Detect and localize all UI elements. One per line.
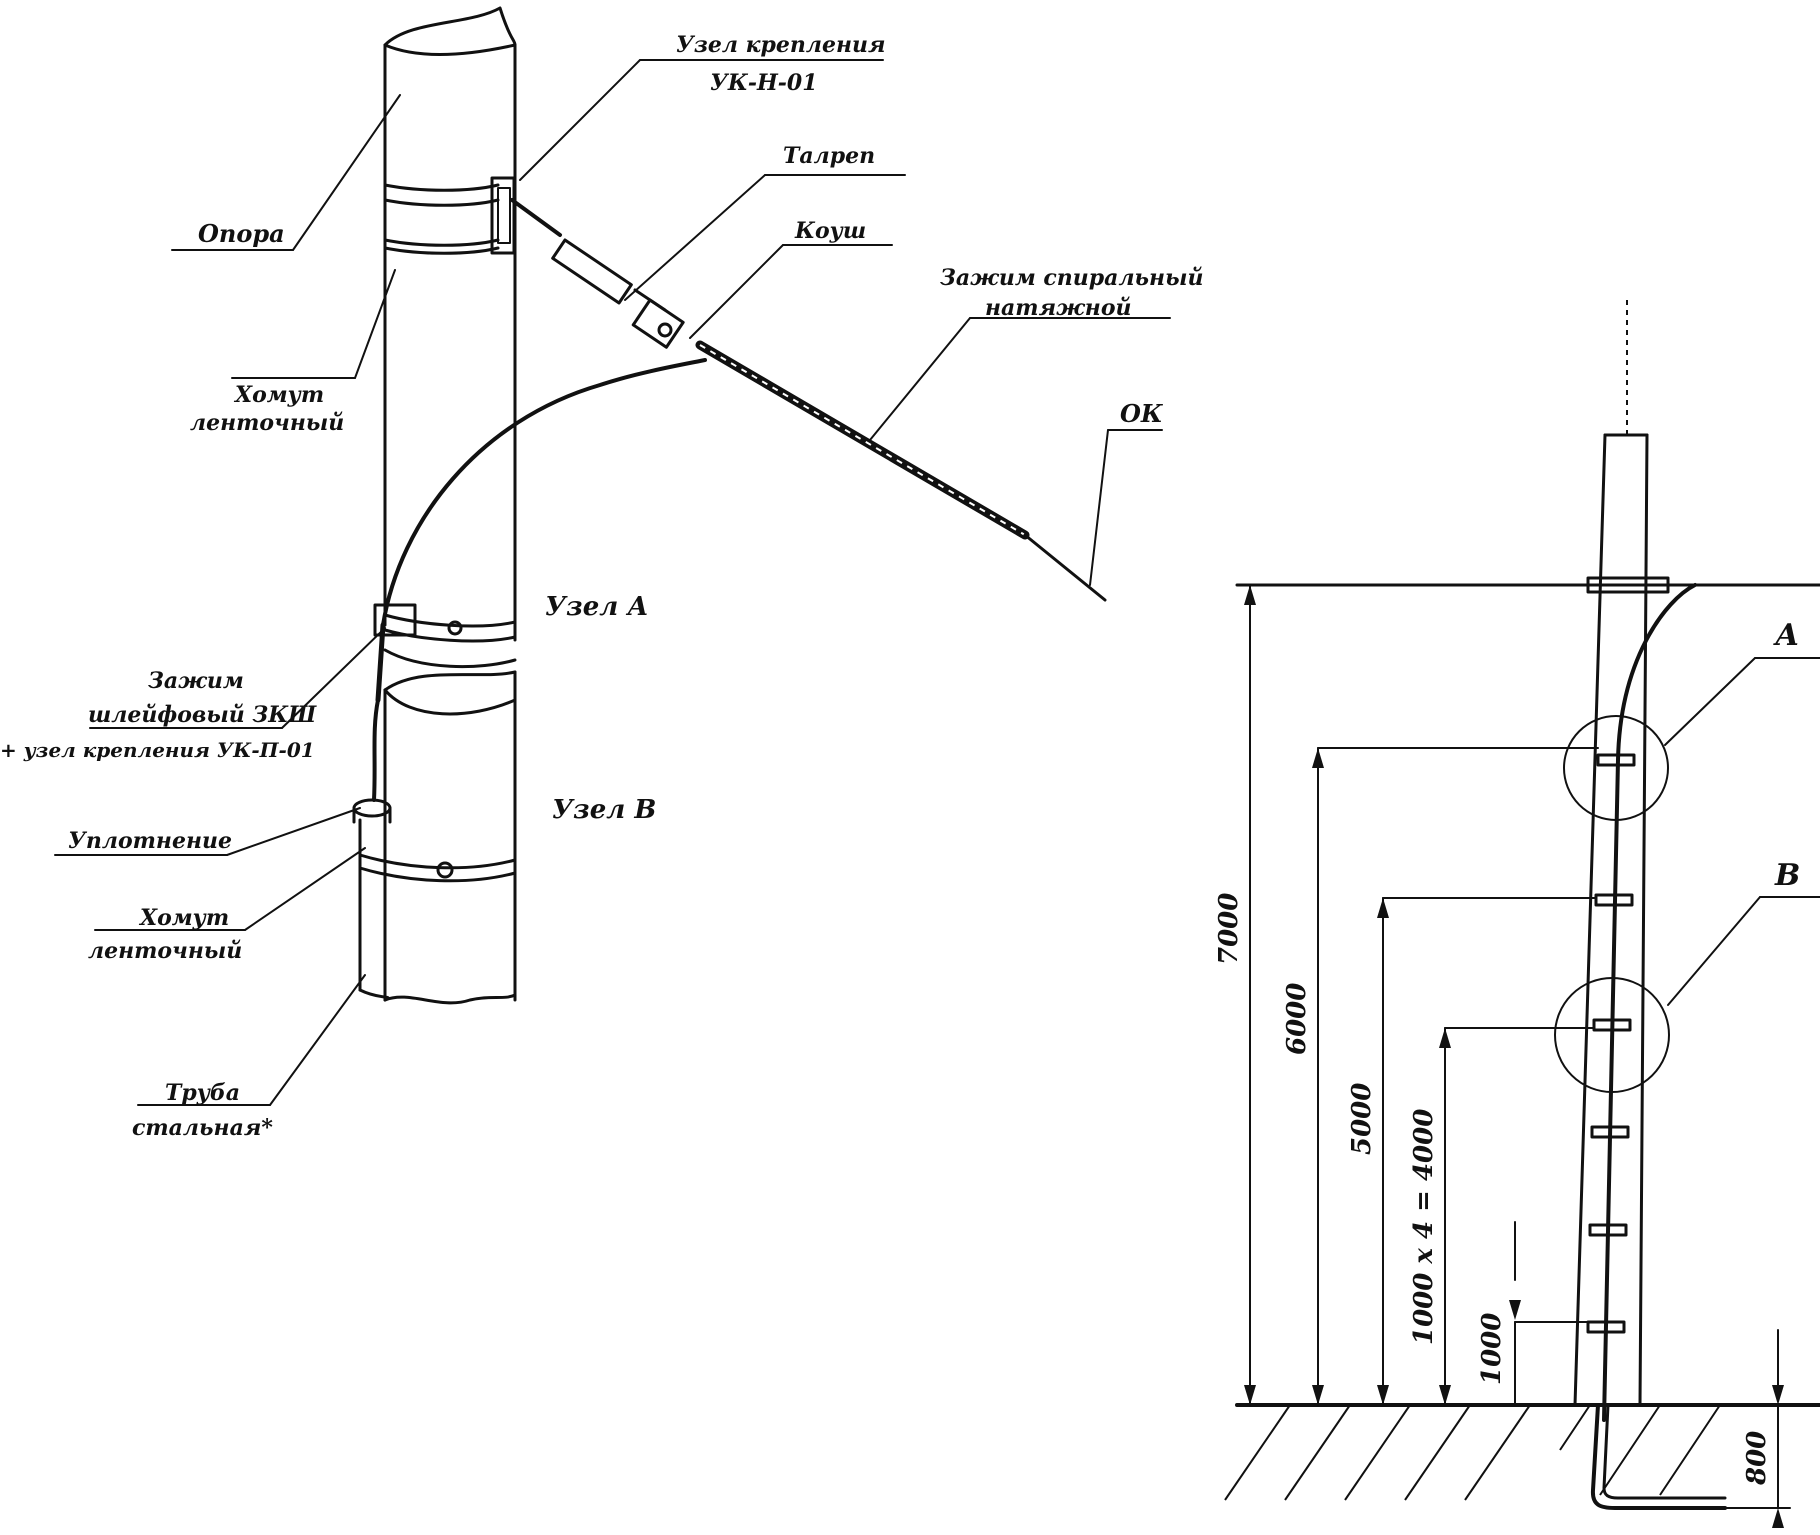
label-band-clamp2-line1: Хомут (138, 905, 229, 931)
labels-left: Опора Узел крепления УК-Н-01 Талреп Коуш… (0, 32, 1203, 1141)
callout-a: А (1773, 618, 1799, 653)
label-loop-clamp-line2: шлейфовый ЗКШ (88, 702, 317, 728)
label-mount-node-line1: Узел крепления (676, 32, 886, 58)
callout-b: В (1774, 858, 1800, 893)
label-band-clamp2-line2: ленточный (88, 938, 242, 964)
label-node-b: Узел В (552, 795, 656, 825)
label-node-a: Узел А (545, 592, 649, 622)
label-mount-node-line2: УК-Н-01 (710, 70, 818, 96)
dimension-labels: 7000 6000 5000 1000 x 4 = 4000 1000 800 … (1214, 618, 1800, 1486)
dim-5000: 5000 (1347, 1083, 1377, 1155)
label-tension-clamp-line2: натяжной (985, 295, 1132, 321)
label-cable: ОК (1120, 399, 1164, 428)
label-band-clamp1-line1: Хомут (233, 382, 324, 408)
label-loop-clamp-line3: + узел крепления УК-П-01 (0, 738, 315, 762)
label-pipe-line1: Труба (165, 1080, 240, 1106)
dim-6000: 6000 (1282, 983, 1312, 1055)
label-band-clamp1-line2: ленточный (190, 410, 344, 436)
dim-800: 800 (1742, 1431, 1772, 1486)
label-loop-clamp-line1: Зажим (148, 668, 244, 694)
dim-1000: 1000 (1477, 1313, 1507, 1385)
label-thimble: Коуш (794, 218, 866, 244)
label-seal: Уплотнение (68, 828, 232, 854)
leader-lines-left (54, 59, 1171, 1106)
support-pole-drawing (352, 6, 1107, 1005)
label-support: Опора (198, 219, 285, 248)
elevation-drawing (1224, 300, 1820, 1528)
label-tension-clamp-line1: Зажим спиральный (940, 265, 1203, 291)
dim-4000: 1000 x 4 = 4000 (1409, 1109, 1439, 1345)
label-pipe-line2: стальная* (132, 1115, 273, 1141)
dim-7000: 7000 (1214, 893, 1244, 965)
label-turnbuckle: Талреп (783, 143, 875, 169)
